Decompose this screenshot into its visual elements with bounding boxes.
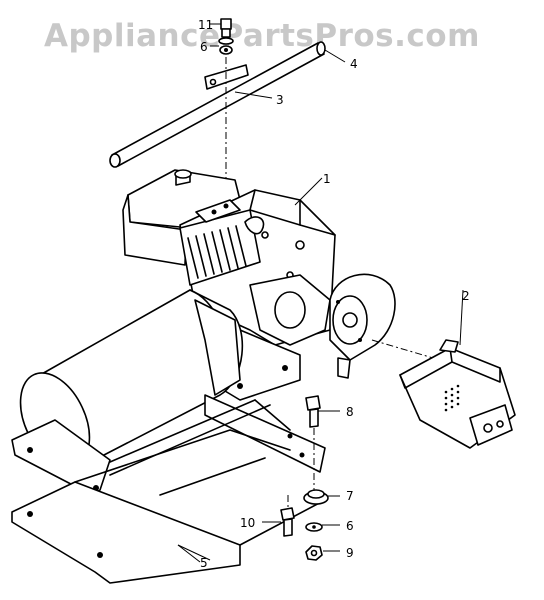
leader-lines <box>177 23 346 563</box>
callout-5: 5 <box>200 556 208 570</box>
mounting-hardware <box>280 395 329 561</box>
callout-6-top: 6 <box>200 40 208 54</box>
callout-10: 10 <box>240 516 255 530</box>
watermark-text: AppliancePartsPros.com <box>44 18 480 54</box>
callout-4: 4 <box>350 57 358 71</box>
air-cleaner-part <box>329 273 396 379</box>
callout-9: 9 <box>346 546 354 560</box>
callout-6-bottom: 6 <box>346 519 354 533</box>
callout-7: 7 <box>346 489 354 503</box>
callout-1: 1 <box>323 172 331 186</box>
callout-8: 8 <box>346 405 354 419</box>
top-fasteners <box>218 18 234 200</box>
callout-2: 2 <box>462 289 470 303</box>
callout-labels: 11 6 4 3 1 2 8 7 6 9 10 5 <box>198 18 470 570</box>
callout-3: 3 <box>276 93 284 107</box>
handle-bar-part <box>109 41 326 168</box>
muffler-part <box>371 289 516 449</box>
callout-11: 11 <box>198 18 213 32</box>
frame-part <box>11 394 326 584</box>
